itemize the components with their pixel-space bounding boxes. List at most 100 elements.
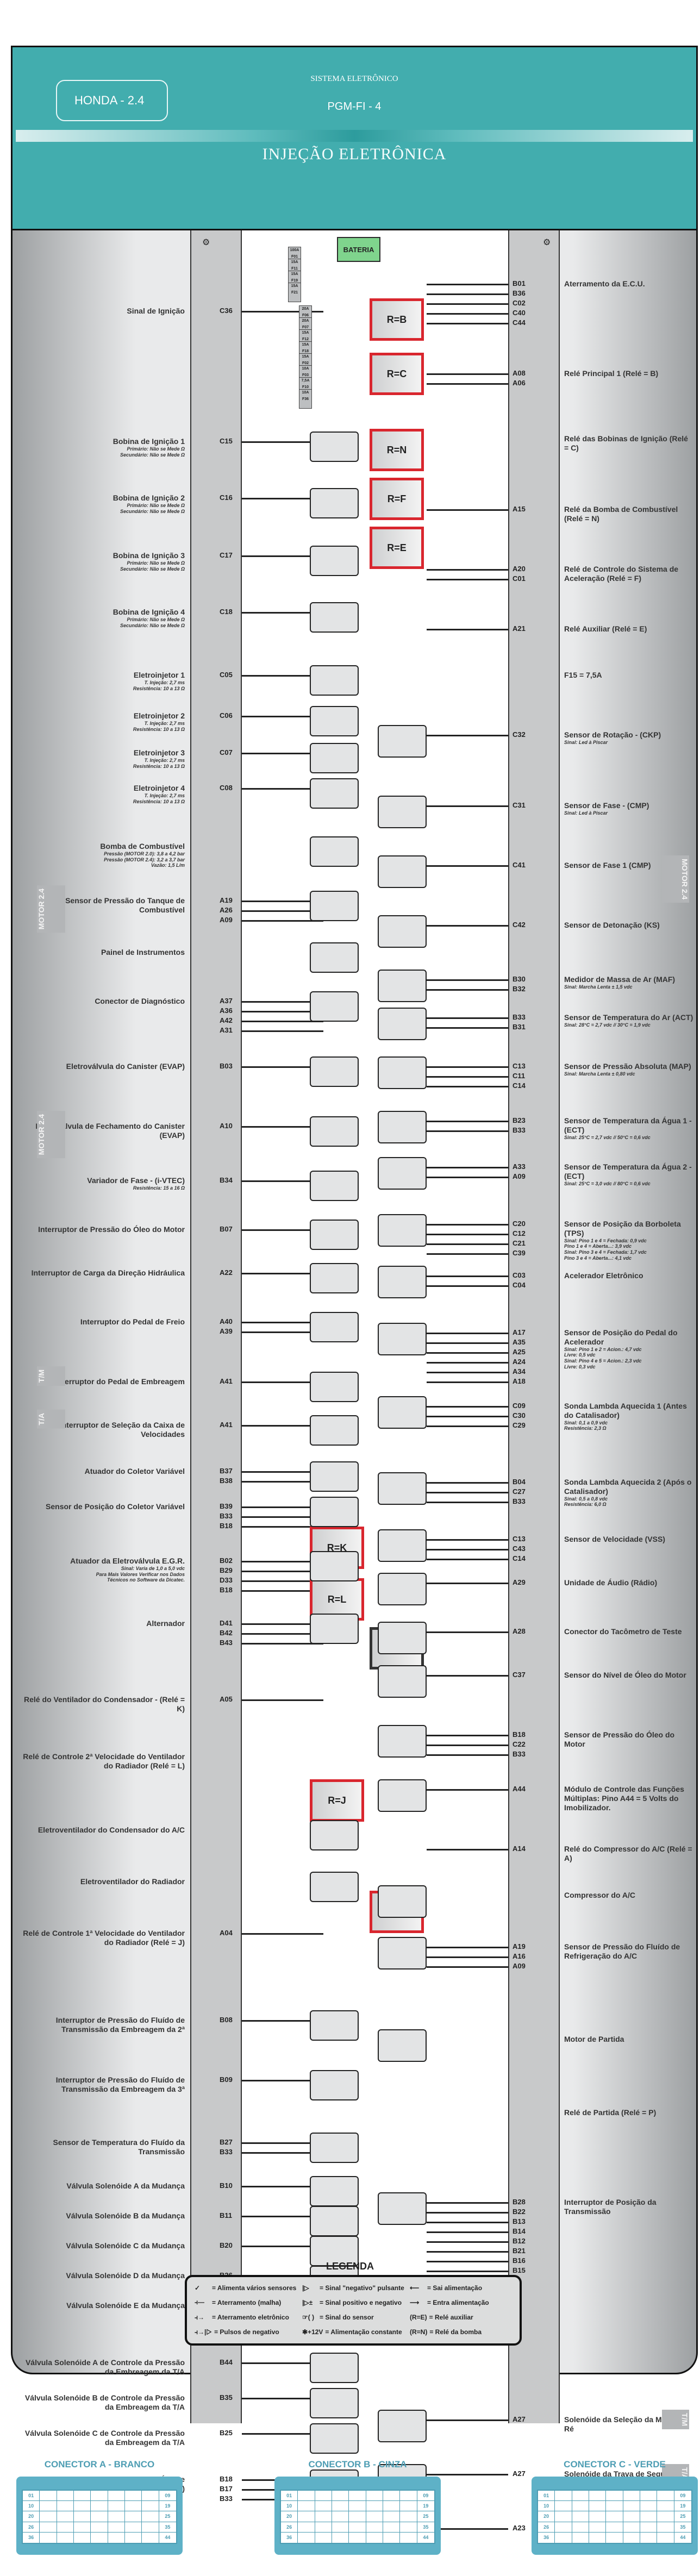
pin-cell[interactable] xyxy=(125,2501,142,2511)
ecu-pin-label[interactable]: B10 xyxy=(220,2181,233,2190)
pin-cell[interactable] xyxy=(589,2501,607,2511)
ecu-pin-label[interactable]: B18 xyxy=(220,1522,233,1530)
pin-cell[interactable]: 35 xyxy=(680,2524,686,2530)
pin-cell[interactable]: 09 xyxy=(423,2493,429,2499)
ecu-pin-label[interactable]: C41 xyxy=(512,861,526,869)
ecu-pin-label[interactable]: A34 xyxy=(512,1367,526,1375)
pin-cell[interactable]: 35 xyxy=(423,2524,429,2530)
pin-cell[interactable] xyxy=(142,2522,159,2532)
pin-cell[interactable] xyxy=(332,2511,349,2522)
pin-cell[interactable] xyxy=(400,2491,417,2501)
pin-cell[interactable]: 10 xyxy=(23,2501,40,2511)
pin-cell[interactable] xyxy=(108,2522,125,2532)
pin-cell[interactable]: 25 xyxy=(680,2514,686,2519)
pin-cell[interactable] xyxy=(40,2532,57,2543)
ecu-pin-label[interactable]: C43 xyxy=(512,1545,526,1553)
ecu-pin-label[interactable]: A35 xyxy=(512,1338,526,1346)
pin-cell[interactable] xyxy=(40,2511,57,2522)
pin-cell[interactable] xyxy=(657,2532,674,2543)
pin-cell[interactable] xyxy=(108,2511,125,2522)
ecu-pin-label[interactable]: B03 xyxy=(220,1062,233,1070)
pin-cell[interactable] xyxy=(332,2532,349,2543)
pin-cell[interactable] xyxy=(366,2491,383,2501)
pin-cell[interactable]: 20 xyxy=(23,2511,40,2522)
pin-cell[interactable] xyxy=(74,2501,91,2511)
pin-cell[interactable] xyxy=(142,2501,159,2511)
pin-cell[interactable] xyxy=(315,2522,332,2532)
ecu-pin-label[interactable]: B27 xyxy=(220,2138,233,2146)
ecu-pin-label[interactable]: B28 xyxy=(512,2198,526,2206)
ecu-pin-label[interactable]: A27 xyxy=(512,2415,526,2423)
pin-cell[interactable] xyxy=(57,2511,74,2522)
ecu-pin-label[interactable]: B04 xyxy=(512,1478,526,1486)
ecu-pin-label[interactable]: B29 xyxy=(220,1566,233,1574)
pin-cell[interactable] xyxy=(640,2532,658,2543)
ecu-pin-label[interactable]: B22 xyxy=(512,2208,526,2216)
pin-cell[interactable] xyxy=(40,2491,57,2501)
pin-cell[interactable] xyxy=(298,2532,315,2543)
pin-cell[interactable] xyxy=(366,2522,383,2532)
pin-cell[interactable] xyxy=(383,2511,401,2522)
pin-cell[interactable] xyxy=(589,2522,607,2532)
pin-cell[interactable] xyxy=(349,2491,366,2501)
pin-cell[interactable] xyxy=(606,2491,623,2501)
pin-cell[interactable] xyxy=(315,2532,332,2543)
pin-cell[interactable]: 01 xyxy=(538,2491,555,2501)
pin-cell[interactable] xyxy=(657,2522,674,2532)
pin-cell[interactable] xyxy=(349,2501,366,2511)
ecu-pin-label[interactable]: A16 xyxy=(512,1952,526,1960)
pin-cell[interactable] xyxy=(332,2501,349,2511)
ecu-pin-label[interactable]: C04 xyxy=(512,1281,526,1289)
ecu-pin-label[interactable]: B20 xyxy=(220,2241,233,2249)
pin-cell[interactable] xyxy=(142,2532,159,2543)
pin-cell[interactable] xyxy=(142,2491,159,2501)
pin-cell[interactable] xyxy=(91,2532,108,2543)
ecu-pin-label[interactable]: A40 xyxy=(220,1317,233,1325)
ecu-pin-label[interactable]: C06 xyxy=(220,711,233,720)
pin-cell[interactable]: 26 xyxy=(23,2522,40,2532)
pin-cell[interactable] xyxy=(555,2522,572,2532)
ecu-pin-label[interactable]: A24 xyxy=(512,1358,526,1366)
pin-cell[interactable] xyxy=(572,2491,589,2501)
pin-cell[interactable]: 35 xyxy=(165,2524,171,2530)
ecu-pin-label[interactable]: C12 xyxy=(512,1229,526,1237)
ecu-pin-label[interactable]: C16 xyxy=(220,493,233,502)
ecu-pin-label[interactable]: B13 xyxy=(512,2217,526,2225)
pin-cell[interactable] xyxy=(555,2511,572,2522)
ecu-pin-label[interactable]: C42 xyxy=(512,921,526,929)
ecu-pin-label[interactable]: A09 xyxy=(220,916,233,924)
ecu-pin-label[interactable]: C03 xyxy=(512,1271,526,1279)
pin-cell[interactable]: 26 xyxy=(281,2522,298,2532)
ecu-pin-label[interactable]: A44 xyxy=(512,1785,526,1793)
ecu-pin-label[interactable]: C13 xyxy=(512,1535,526,1543)
pin-cell[interactable] xyxy=(640,2501,658,2511)
pin-cell[interactable]: 44 xyxy=(423,2535,429,2541)
pin-cell[interactable] xyxy=(589,2532,607,2543)
pin-cell[interactable]: 36 xyxy=(538,2532,555,2543)
pin-cell[interactable] xyxy=(298,2501,315,2511)
ecu-pin-label[interactable]: A18 xyxy=(512,1377,526,1385)
pin-cell[interactable] xyxy=(383,2491,401,2501)
ecu-pin-label[interactable]: A23 xyxy=(512,2524,526,2532)
pin-cell[interactable] xyxy=(589,2491,607,2501)
pin-cell[interactable] xyxy=(383,2522,401,2532)
ecu-pin-label[interactable]: C22 xyxy=(512,1740,526,1748)
pin-cell[interactable]: 10 xyxy=(538,2501,555,2511)
ecu-pin-label[interactable]: B12 xyxy=(512,2237,526,2245)
pin-cell[interactable] xyxy=(400,2511,417,2522)
ecu-pin-label[interactable]: C40 xyxy=(512,309,526,317)
ecu-pin-label[interactable]: B39 xyxy=(220,1502,233,1510)
pin-cell[interactable] xyxy=(125,2532,142,2543)
pin-cell[interactable] xyxy=(572,2501,589,2511)
ecu-pin-label[interactable]: C27 xyxy=(512,1487,526,1496)
ecu-pin-label[interactable]: A09 xyxy=(512,1962,526,1970)
pin-cell[interactable] xyxy=(91,2491,108,2501)
ecu-pin-label[interactable]: A09 xyxy=(512,1172,526,1180)
pin-cell[interactable] xyxy=(623,2501,640,2511)
ecu-pin-label[interactable]: B18 xyxy=(220,1586,233,1594)
pin-cell[interactable]: 36 xyxy=(23,2532,40,2543)
ecu-pin-label[interactable]: C07 xyxy=(220,748,233,756)
ecu-pin-label[interactable]: A10 xyxy=(220,1122,233,1130)
pin-cell[interactable]: 26 xyxy=(538,2522,555,2532)
pin-cell[interactable] xyxy=(623,2491,640,2501)
